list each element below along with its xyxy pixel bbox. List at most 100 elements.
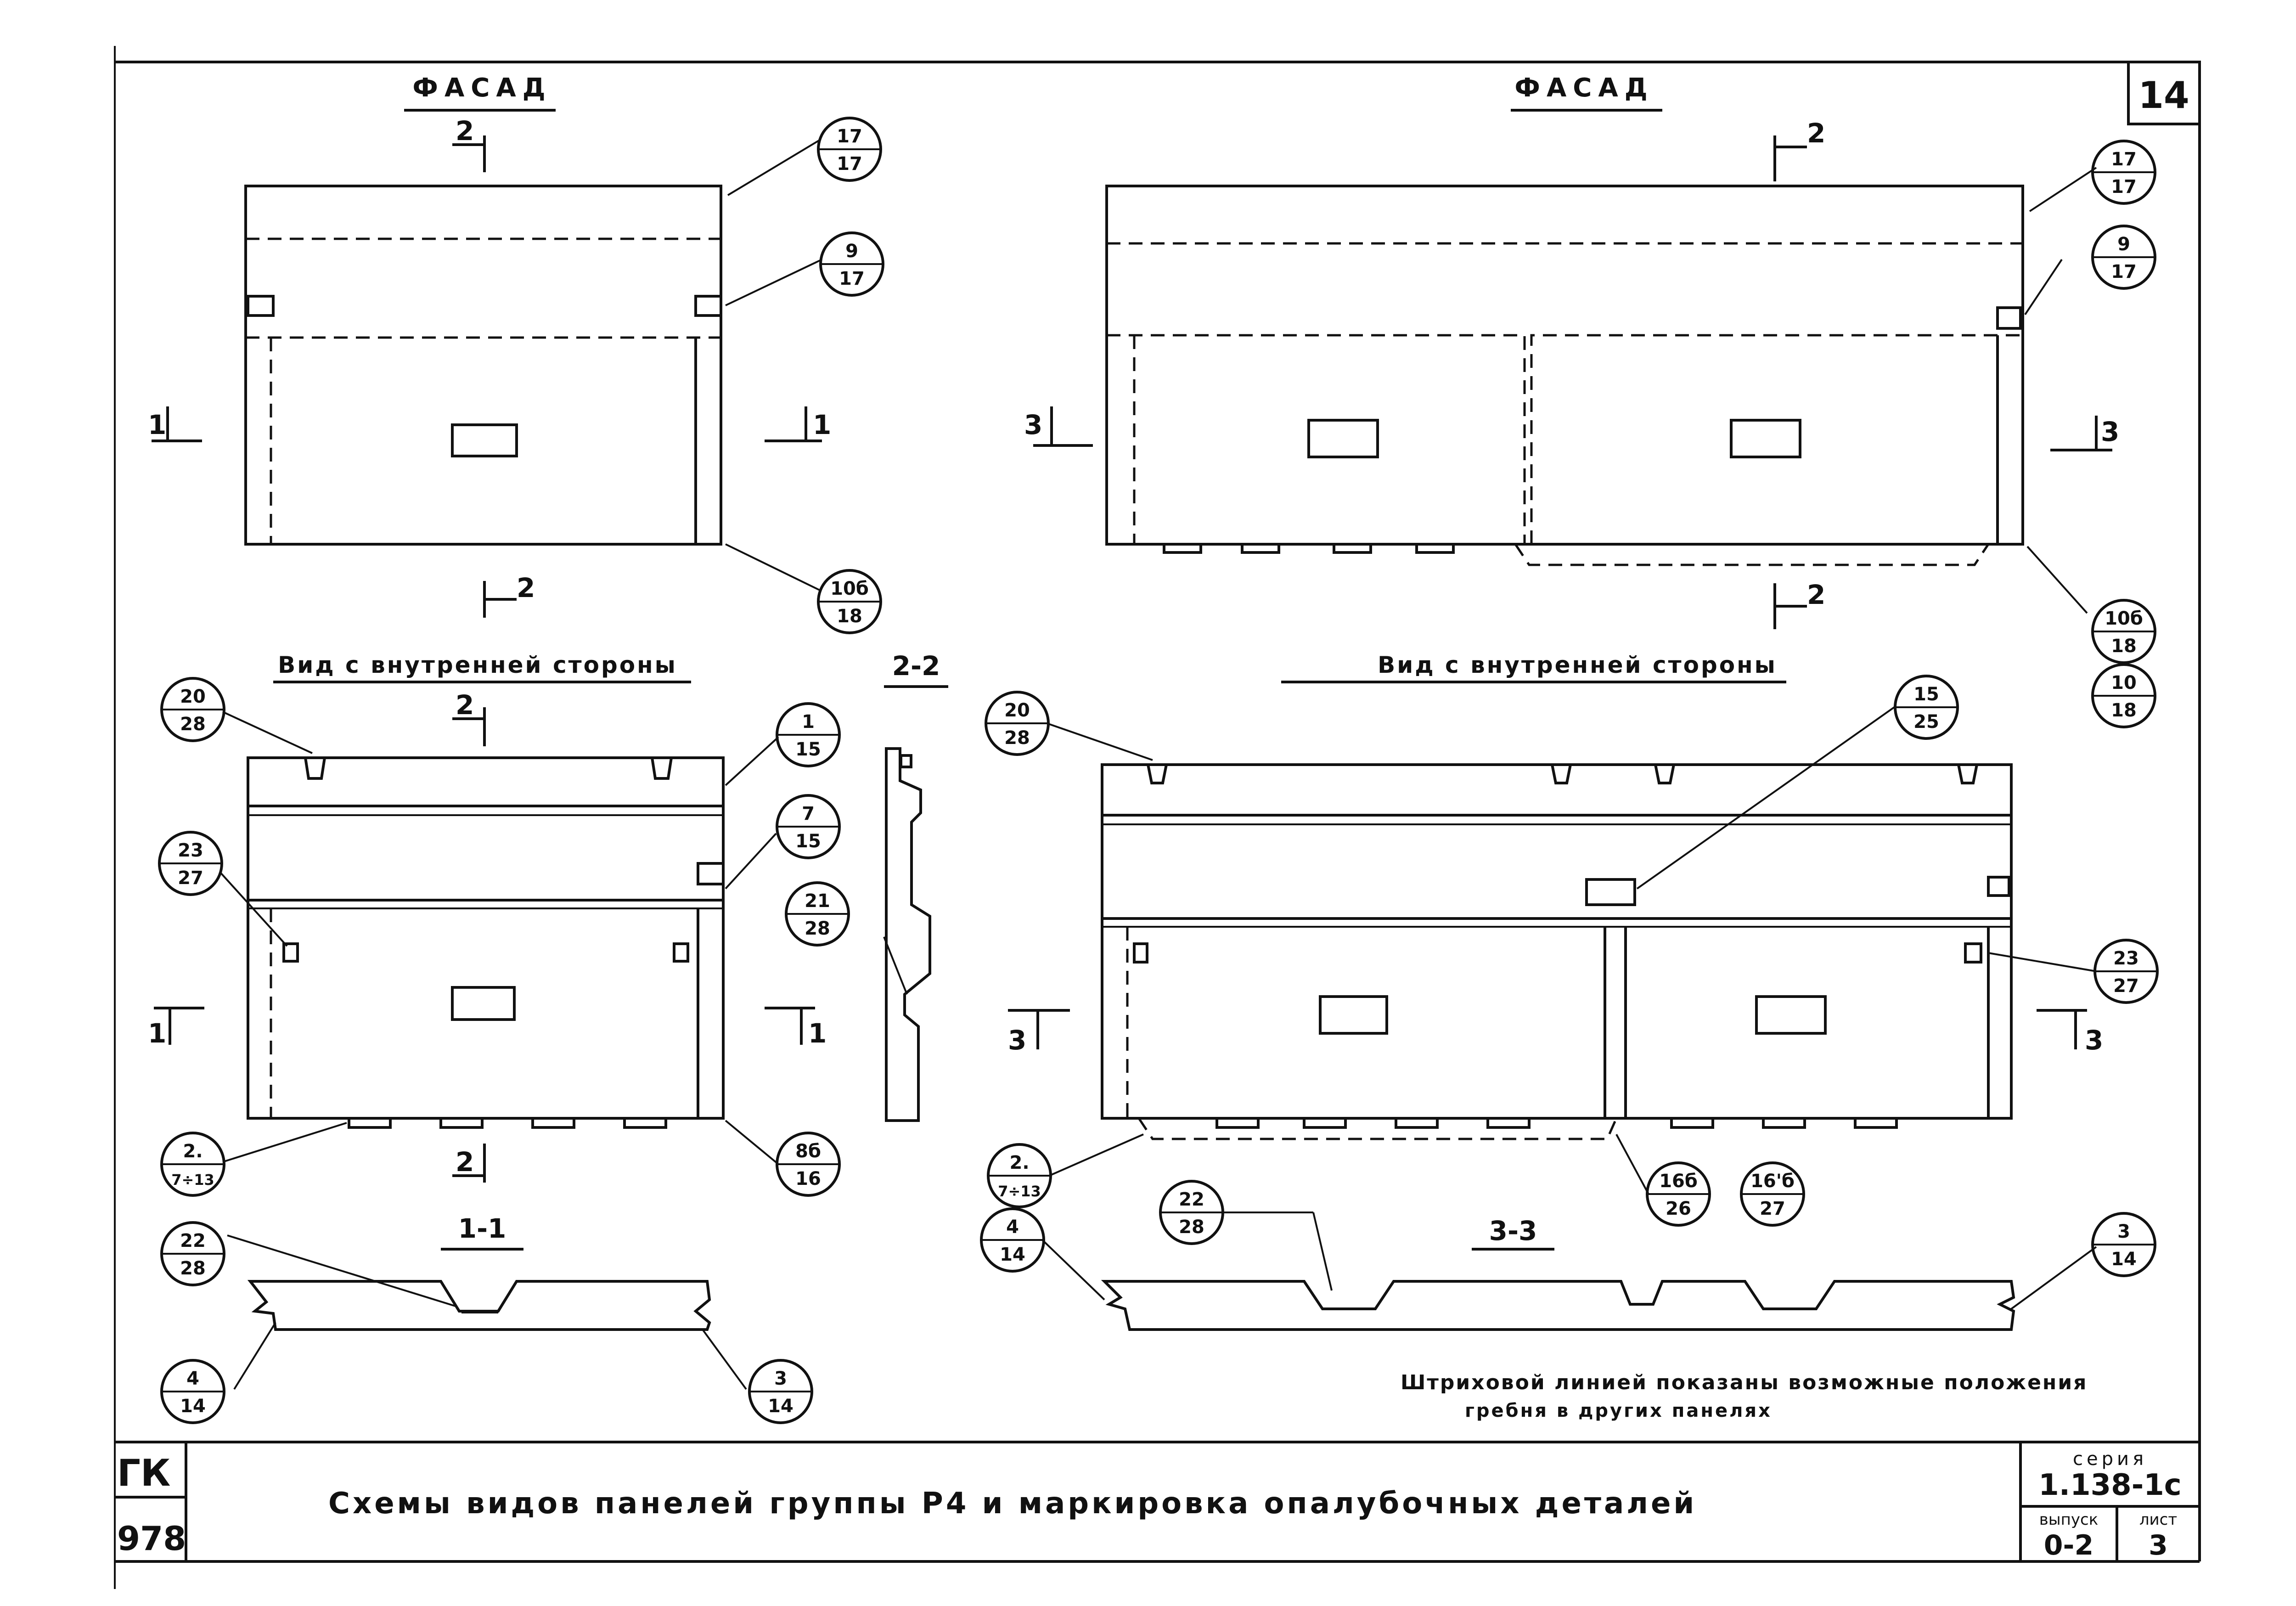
mark-bubble: 15 25 <box>1894 675 1959 740</box>
svg-text:18: 18 <box>837 606 862 627</box>
mark-bubble: 9 17 <box>819 231 884 297</box>
right-inner-title: Вид с внутренней стороны <box>1378 652 1777 678</box>
left-facade-title: ФАСАД <box>412 73 551 103</box>
cut-mark-label: 2 <box>456 1146 474 1178</box>
right-inner-view: Вид с внутренней стороны 3 3 <box>1008 652 2103 1140</box>
sheet-frame <box>114 46 2201 1589</box>
svg-text:3: 3 <box>774 1368 787 1389</box>
mark-bubble: 1 15 <box>776 702 841 767</box>
cut-mark-label: 2 <box>1807 579 1825 610</box>
svg-text:28: 28 <box>805 918 830 939</box>
title-block: ГК 978 Схемы видов панелей группы Р4 и м… <box>117 1442 2200 1561</box>
svg-text:28: 28 <box>180 714 206 735</box>
mark-bubble: 2. 7÷13 <box>160 1132 225 1197</box>
cut-mark-label: 3 <box>2085 1025 2103 1056</box>
section-1-1-title: 1-1 <box>458 1213 506 1244</box>
cut-mark-label: 1 <box>813 409 831 440</box>
svg-text:7: 7 <box>802 803 815 824</box>
cut-mark-label: 2 <box>517 572 535 603</box>
svg-text:2.: 2. <box>1009 1152 1029 1173</box>
svg-text:17: 17 <box>839 268 865 289</box>
svg-text:17: 17 <box>2111 149 2137 170</box>
svg-text:21: 21 <box>805 890 830 912</box>
svg-text:17: 17 <box>837 126 862 147</box>
cut-mark-label: 3 <box>2101 416 2119 447</box>
svg-text:28: 28 <box>1004 727 1030 749</box>
series-value: 1.138-1с <box>2038 1468 2181 1502</box>
mark-bubble: 4 14 <box>980 1207 1045 1273</box>
svg-text:17: 17 <box>2111 176 2137 197</box>
mark-bubble: 23 27 <box>158 831 223 896</box>
svg-text:7÷13: 7÷13 <box>998 1183 1041 1200</box>
svg-text:10б: 10б <box>830 578 869 599</box>
cut-mark-label: 3 <box>1024 409 1042 440</box>
svg-text:1: 1 <box>802 711 815 733</box>
year: 978 <box>117 1519 186 1558</box>
mark-bubble: 20 28 <box>985 691 1050 756</box>
svg-text:27: 27 <box>2113 975 2139 997</box>
svg-text:25: 25 <box>1913 711 1939 733</box>
mark-bubble: 8б 16 <box>776 1132 841 1197</box>
svg-text:17: 17 <box>837 153 862 175</box>
section-2-2: 2-2 <box>884 650 948 1122</box>
section-2-2-title: 2-2 <box>892 650 940 682</box>
mark-bubble: 17 17 <box>2091 140 2156 205</box>
right-facade-view: ФАСАД 2 2 3 3 <box>1024 73 2119 629</box>
svg-text:10б: 10б <box>2105 608 2143 629</box>
svg-text:17: 17 <box>2111 261 2137 282</box>
svg-text:14: 14 <box>2111 1249 2137 1270</box>
svg-text:7÷13: 7÷13 <box>171 1171 214 1189</box>
svg-text:20: 20 <box>1004 700 1030 721</box>
drawing-title: Схемы видов панелей группы Р4 и маркиров… <box>328 1487 1697 1521</box>
mark-bubble: 10б 18 <box>2091 599 2156 664</box>
issue-label: выпуск <box>2039 1510 2098 1529</box>
left-facade-view: ФАСАД 2 2 1 1 <box>148 73 831 618</box>
mark-bubble: 16б 26 <box>1646 1161 1711 1227</box>
note-line-1: Штриховой линией показаны возможные поло… <box>1401 1371 2088 1394</box>
mark-bubble: 21 28 <box>785 881 850 947</box>
svg-text:2.: 2. <box>183 1141 203 1162</box>
cut-mark-label: 2 <box>456 115 474 147</box>
cut-mark-label: 2 <box>1807 118 1825 149</box>
mark-bubble: 10б 18 <box>817 569 882 634</box>
cut-mark-label: 3 <box>1008 1025 1026 1056</box>
sheet-value: 3 <box>2149 1529 2168 1561</box>
mark-bubble: 3 14 <box>748 1359 813 1424</box>
mark-bubble: 16'б 27 <box>1740 1161 1805 1227</box>
note-line-2: гребня в других панелях <box>1465 1400 1772 1421</box>
svg-text:27: 27 <box>1760 1198 1785 1219</box>
mark-bubble: 20 28 <box>160 677 225 742</box>
svg-text:4: 4 <box>1006 1217 1019 1238</box>
sheet-number: 14 <box>2138 74 2189 117</box>
mark-bubble: 4 14 <box>160 1359 225 1424</box>
cut-mark-label: 1 <box>148 409 166 440</box>
cut-mark-label: 1 <box>148 1018 166 1049</box>
left-inner-title: Вид с внутренней стороны <box>278 652 677 678</box>
svg-text:18: 18 <box>2111 636 2137 657</box>
mark-bubble: 22 28 <box>160 1221 225 1286</box>
svg-text:22: 22 <box>1179 1189 1204 1210</box>
mark-bubble: 3 14 <box>2091 1212 2156 1277</box>
svg-text:20: 20 <box>180 686 206 707</box>
mark-bubble: 23 27 <box>2093 939 2159 1004</box>
svg-text:3: 3 <box>2117 1221 2130 1242</box>
svg-text:15: 15 <box>1913 684 1939 705</box>
svg-text:18: 18 <box>2111 700 2137 721</box>
svg-text:15: 15 <box>795 739 821 760</box>
svg-text:14: 14 <box>768 1396 793 1417</box>
mark-bubble: 9 17 <box>2091 225 2156 290</box>
svg-text:16: 16 <box>795 1168 821 1189</box>
svg-text:14: 14 <box>1000 1244 1025 1265</box>
svg-text:22: 22 <box>180 1230 206 1251</box>
sheet-label: лист <box>2139 1510 2177 1529</box>
svg-text:8б: 8б <box>795 1141 821 1162</box>
section-3-3: 3-3 <box>1101 1215 2015 1331</box>
svg-text:28: 28 <box>180 1258 206 1279</box>
svg-text:14: 14 <box>180 1396 206 1417</box>
svg-text:27: 27 <box>178 868 203 889</box>
svg-text:23: 23 <box>2113 948 2139 969</box>
svg-text:4: 4 <box>186 1368 199 1389</box>
svg-text:10: 10 <box>2111 672 2137 693</box>
svg-text:15: 15 <box>795 831 821 852</box>
